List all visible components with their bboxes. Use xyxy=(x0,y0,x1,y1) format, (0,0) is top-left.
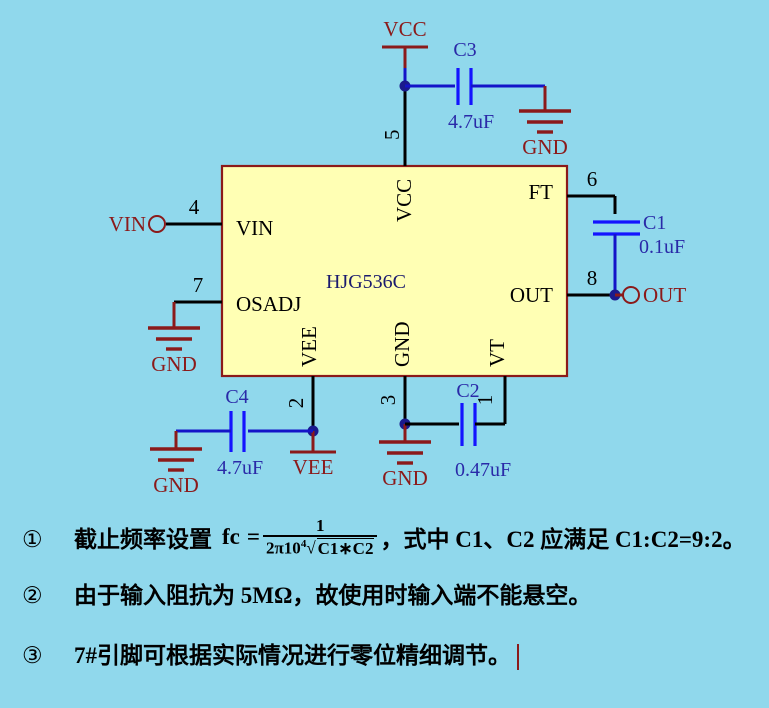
note-marker-2: ② xyxy=(22,583,43,608)
pin-number-4: 4 xyxy=(189,195,200,219)
note1-denominator: 2π104√C1∗C2 xyxy=(265,537,375,558)
note-row-3: ③ 7#引脚可根据实际情况进行零位精细调节。 xyxy=(0,636,769,696)
component-value-c3: 4.7uF xyxy=(448,111,494,133)
net-label-vcc: VCC xyxy=(383,17,426,41)
net-label-gnd-c4: GND xyxy=(153,473,199,497)
note1-comma: ， xyxy=(380,526,404,552)
component-ref-c1: C1 xyxy=(643,212,666,234)
pin-number-1: 1 xyxy=(473,395,497,406)
pin-number-6: 6 xyxy=(587,167,598,191)
pin-label-gnd: GND xyxy=(390,322,414,368)
note1-den-exponent: 4 xyxy=(300,537,307,550)
pin-label-out: OUT xyxy=(510,283,553,307)
net-label-out: OUT xyxy=(643,283,686,307)
net-label-vee: VEE xyxy=(293,455,334,479)
component-ref-c3: C3 xyxy=(453,39,476,61)
pin-number-2: 2 xyxy=(284,398,308,409)
net-label-gnd-osadj: GND xyxy=(151,352,197,376)
note-text-3: 7#引脚可根据实际情况进行零位精细调节。 xyxy=(74,636,519,670)
note-text-1: 截止频率设置 fc = 1 2π104√C1∗C2 ， 式中 C1、C2 应满足… xyxy=(74,516,746,558)
net-label-vin: VIN xyxy=(109,212,146,236)
note1-equals: = xyxy=(246,523,260,549)
note-marker-1: ① xyxy=(22,526,43,552)
pin-label-vin: VIN xyxy=(236,216,273,240)
note1-den-prefix: 2π10 xyxy=(265,538,301,558)
component-value-c4: 4.7uF xyxy=(217,457,263,479)
terminal-out[interactable] xyxy=(622,286,640,304)
ic-body-hjg536c xyxy=(220,164,569,378)
note-marker-3: ③ xyxy=(22,643,43,668)
note1-radicand: C1∗C2 xyxy=(316,537,375,558)
component-ref-c4: C4 xyxy=(225,386,248,408)
net-label-gnd-c2: GND xyxy=(382,466,428,490)
text-cursor xyxy=(517,644,519,670)
pin-label-vt: VT xyxy=(485,339,509,367)
pin-number-8: 8 xyxy=(587,266,598,290)
pin-label-osadj: OSADJ xyxy=(236,292,301,316)
component-value-c2: 0.47uF xyxy=(455,459,511,481)
pin-number-3: 3 xyxy=(376,395,400,406)
note-row-2: ② 由于输入阻抗为 5MΩ，故使用时输入端不能悬空。 xyxy=(0,576,769,636)
note-row-1: ① 截止频率设置 fc = 1 2π104√C1∗C2 ， 式中 C1、C2 应… xyxy=(0,516,769,576)
note1-fraction: 1 2π104√C1∗C2 xyxy=(262,516,378,558)
pin-number-5: 5 xyxy=(380,130,404,141)
note1-numerator: 1 xyxy=(315,516,325,535)
note-text-2: 由于输入阻抗为 5MΩ，故使用时输入端不能悬空。 xyxy=(74,583,592,608)
note1-fraction-bar xyxy=(262,534,378,537)
note3-body: 7#引脚可根据实际情况进行零位精细调节。 xyxy=(74,643,511,668)
note1-formula-var: fc xyxy=(222,523,240,549)
net-label-gnd-top: GND xyxy=(522,135,568,159)
note1-lead: 截止频率设置 xyxy=(74,526,212,552)
ic-part-number: HJG536C xyxy=(326,271,406,293)
component-ref-c2: C2 xyxy=(456,380,479,402)
note1-tail: 式中 C1、C2 应满足 C1:C2=9:2。 xyxy=(403,526,746,552)
pin-label-vee: VEE xyxy=(297,326,321,367)
pin-number-7: 7 xyxy=(193,273,204,297)
component-value-c1: 0.1uF xyxy=(639,236,685,258)
pin-label-vcc: VCC xyxy=(392,179,416,222)
terminal-vin[interactable] xyxy=(148,215,166,233)
notes-section: ① 截止频率设置 fc = 1 2π104√C1∗C2 ， 式中 C1、C2 应… xyxy=(0,516,769,708)
pin-label-ft: FT xyxy=(528,180,553,204)
